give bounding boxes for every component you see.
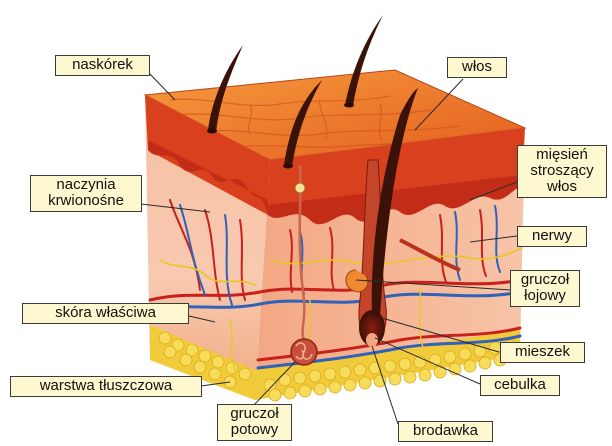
label-arrector-pili-muscle: mięsień stroszący włos [517,145,607,198]
label-dermal-papilla: brodawka [398,421,493,442]
label-hair-follicle: mieszek [500,342,585,363]
label-nerves: nerwy [517,226,587,247]
label-blood-vessels: naczynia krwionośne [30,175,142,212]
label-hair: włos [447,57,507,78]
label-dermis: skóra właściwa [22,303,189,324]
label-sebaceous-gland: gruczoł łojowy [510,270,580,307]
label-fat-layer: warstwa tłuszczowa [10,376,202,397]
label-hair-bulb: cebulka [480,375,560,396]
label-epidermis: naskórek [55,55,150,76]
label-sweat-gland: gruczoł potowy [217,404,292,441]
